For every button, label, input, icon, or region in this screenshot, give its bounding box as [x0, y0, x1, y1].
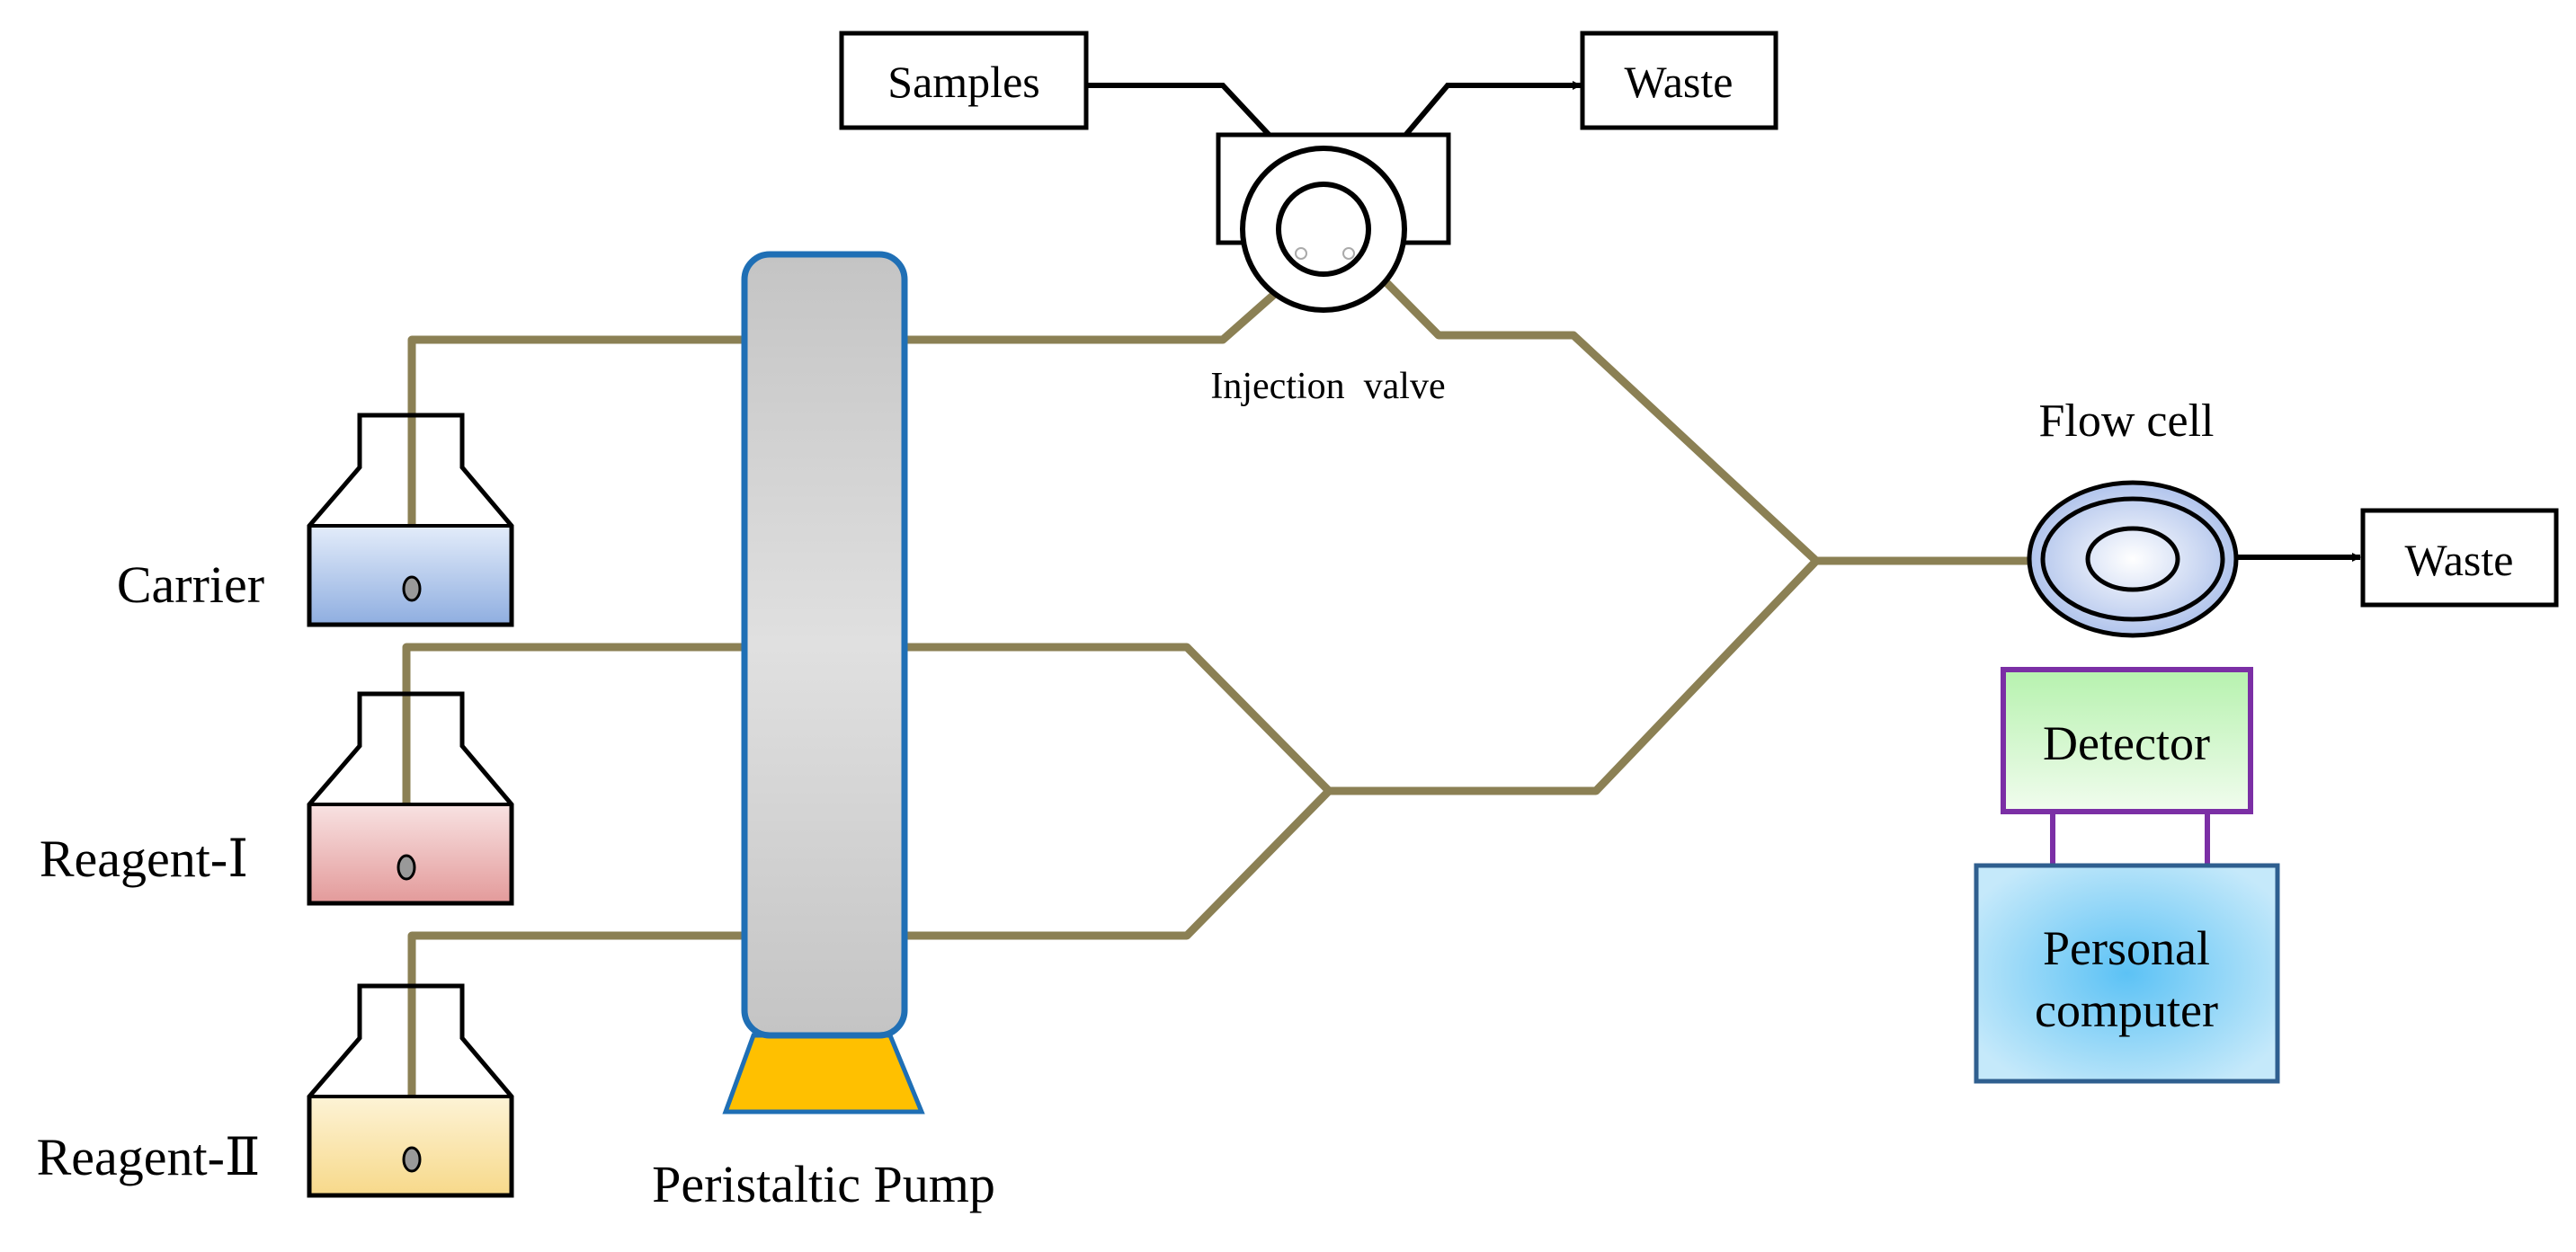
flow-cell: Flow cell: [2027, 395, 2239, 638]
carrier-liquid: [309, 526, 512, 625]
pump-body: [741, 251, 908, 1039]
reagent1-liquid: [309, 804, 512, 903]
reagent1-label: Reagent-Ⅰ: [40, 830, 248, 888]
waste-top-box: [1580, 31, 1778, 130]
waste-right-label: Waste: [2405, 535, 2514, 585]
injection-valve-port-right: [1342, 247, 1355, 260]
carrier-bottle: Carrier: [117, 413, 514, 627]
reagent-merge-tube: [1329, 557, 1820, 795]
detector: Detector: [2001, 667, 2253, 814]
detector-label: Detector: [2043, 716, 2210, 770]
reagent1-tube-tip: [397, 854, 416, 881]
computer-box: [1974, 863, 2280, 1084]
valve-outlet-tube: [1352, 248, 1820, 564]
personal-computer: Personal computer: [1974, 863, 2280, 1084]
waste-top-group: Waste: [1580, 31, 1778, 130]
reagent2-bottle: Reagent-Ⅱ: [37, 983, 514, 1198]
computer-label-line1: Personal: [2043, 921, 2210, 975]
flow-cell-outer: [2027, 480, 2239, 638]
waste-top-label: Waste: [1625, 57, 1734, 107]
reagent2-bottle-outline: [307, 983, 514, 1198]
injection-valve-port-left: [1295, 247, 1307, 260]
computer-label-line2: computer: [2035, 983, 2218, 1037]
samples-box-group: Samples: [839, 31, 1089, 130]
injection-valve: Injection valve: [1210, 132, 1451, 407]
injection-valve-label: Injection valve: [1210, 366, 1445, 407]
flow-cell-middle: [2040, 496, 2225, 622]
samples-label: Samples: [887, 57, 1039, 107]
reagent1-bottle: Reagent-Ⅰ: [40, 691, 514, 906]
flow-cell-label: Flow cell: [2039, 395, 2215, 447]
samples-box: [839, 31, 1089, 130]
carrier-label: Carrier: [117, 555, 264, 614]
reagent1-bottle-outline: [307, 691, 514, 906]
pump-label: Peristaltic Pump: [652, 1155, 995, 1213]
flow-cell-inner: [2085, 526, 2180, 592]
reagent2-liquid: [309, 1097, 512, 1195]
injection-valve-rotor: [1276, 182, 1371, 277]
waste-right-group: Waste: [2360, 508, 2559, 608]
reagent2-tube-tip: [402, 1146, 422, 1173]
peristaltic-pump: Peristaltic Pump: [652, 251, 995, 1213]
carrier-tube-tip: [402, 575, 422, 602]
reagent2-label: Reagent-Ⅱ: [37, 1128, 261, 1186]
detector-box: [2001, 667, 2253, 814]
waste-right-box: [2360, 508, 2559, 608]
pump-base: [722, 1033, 925, 1114]
carrier-bottle-outline: [307, 413, 514, 627]
